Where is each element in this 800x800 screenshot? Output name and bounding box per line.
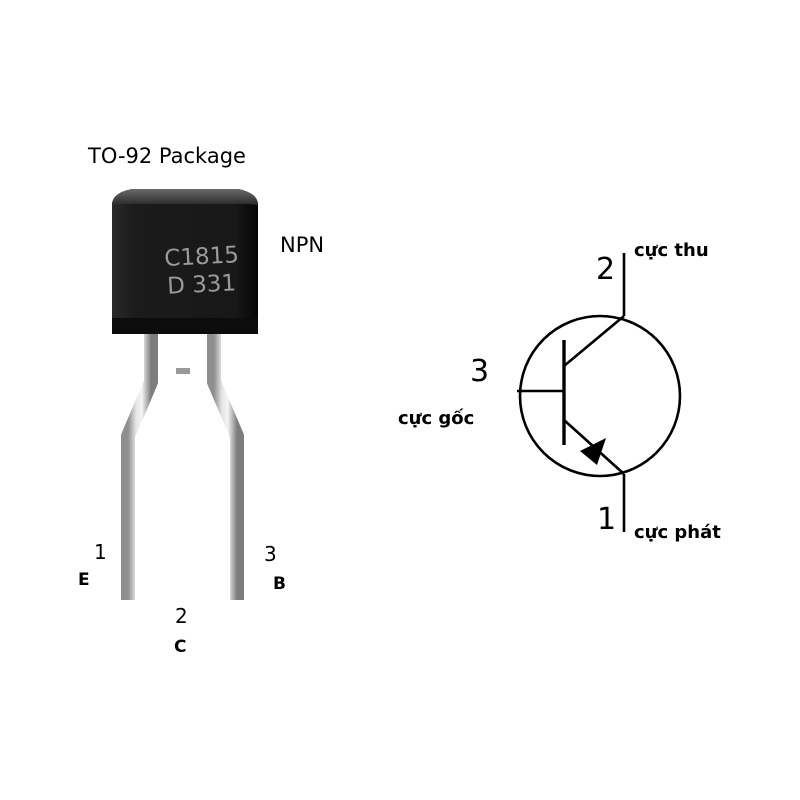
- pin-1-letter: E: [78, 570, 90, 590]
- marking-line1: C1815: [164, 242, 240, 272]
- collector-number: 2: [596, 252, 616, 287]
- base-label: cực gốc: [398, 408, 475, 429]
- leg-emitter: [121, 330, 158, 600]
- collector-diagonal: [563, 315, 625, 367]
- pin-3-number: 3: [264, 542, 277, 566]
- transistor-legs: [121, 330, 244, 600]
- collector-label: cực thu: [634, 240, 709, 261]
- pin-2-number: 2: [175, 604, 188, 628]
- package-title: TO-92 Package: [88, 144, 246, 168]
- emitter-label: cực phát: [634, 522, 721, 543]
- type-label: NPN: [280, 233, 325, 257]
- marking-line2: D 331: [167, 270, 237, 300]
- leg-base: [207, 330, 244, 600]
- pin-2-letter: C: [174, 637, 187, 657]
- emitter-number: 1: [597, 502, 617, 537]
- transistor-circle: [518, 314, 682, 478]
- base-number: 3: [470, 354, 490, 389]
- transistor-body: C1815 D 331: [112, 189, 258, 334]
- npn-schematic: [517, 253, 682, 532]
- emitter-arrow: [580, 438, 606, 465]
- pin-3-letter: B: [273, 574, 286, 594]
- pin-1-number: 1: [94, 540, 107, 564]
